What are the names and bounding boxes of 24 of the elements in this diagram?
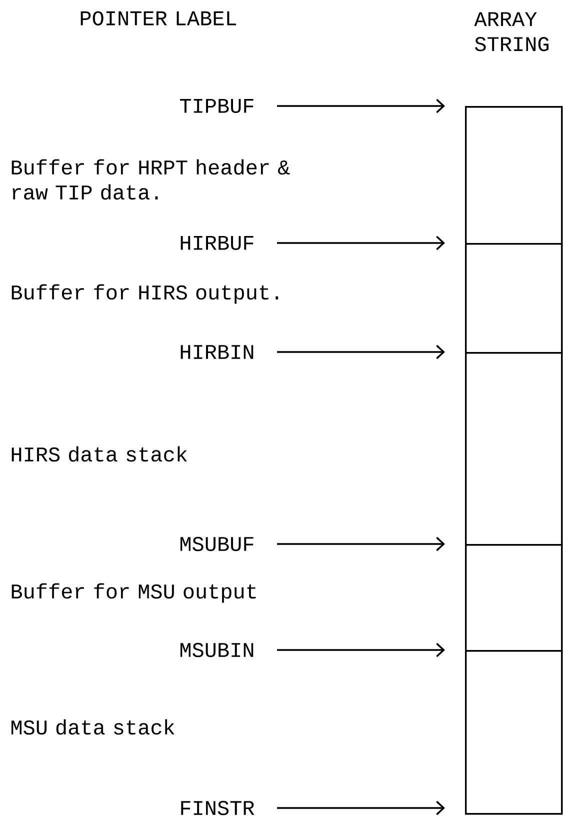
array-cell (465, 106, 563, 245)
array-cell (465, 650, 563, 815)
array-cell (465, 544, 563, 652)
pointer-label: FINSTR (181, 800, 254, 816)
arrow (277, 344, 445, 360)
node-label: ARRAY STRING (474, 12, 549, 52)
pointer-label: HIRBUF (180, 236, 254, 250)
array-cell (465, 243, 563, 354)
buffer-description: HIRS data stack (12, 446, 187, 462)
arrow (277, 98, 445, 114)
arrow (277, 536, 445, 552)
array-cell (465, 352, 563, 546)
pointer-label: MSUBUF (180, 536, 254, 552)
arrow (277, 642, 445, 658)
buffer-description: Buffer for HRPT header & raw TIP data. (12, 159, 290, 200)
pointer-label: TIPBUF (180, 98, 254, 114)
column-heading: POINTER LABEL (80, 11, 236, 26)
buffer-description: Buffer for HIRS output. (12, 284, 278, 304)
buffer-description: MSU data stack (12, 719, 174, 735)
pointer-label: HIRBIN (180, 345, 254, 359)
arrow (277, 236, 445, 250)
arrow (277, 800, 445, 816)
buffer-description: Buffer for MSU output (12, 583, 256, 603)
pointer-label: MSUBIN (180, 642, 254, 658)
